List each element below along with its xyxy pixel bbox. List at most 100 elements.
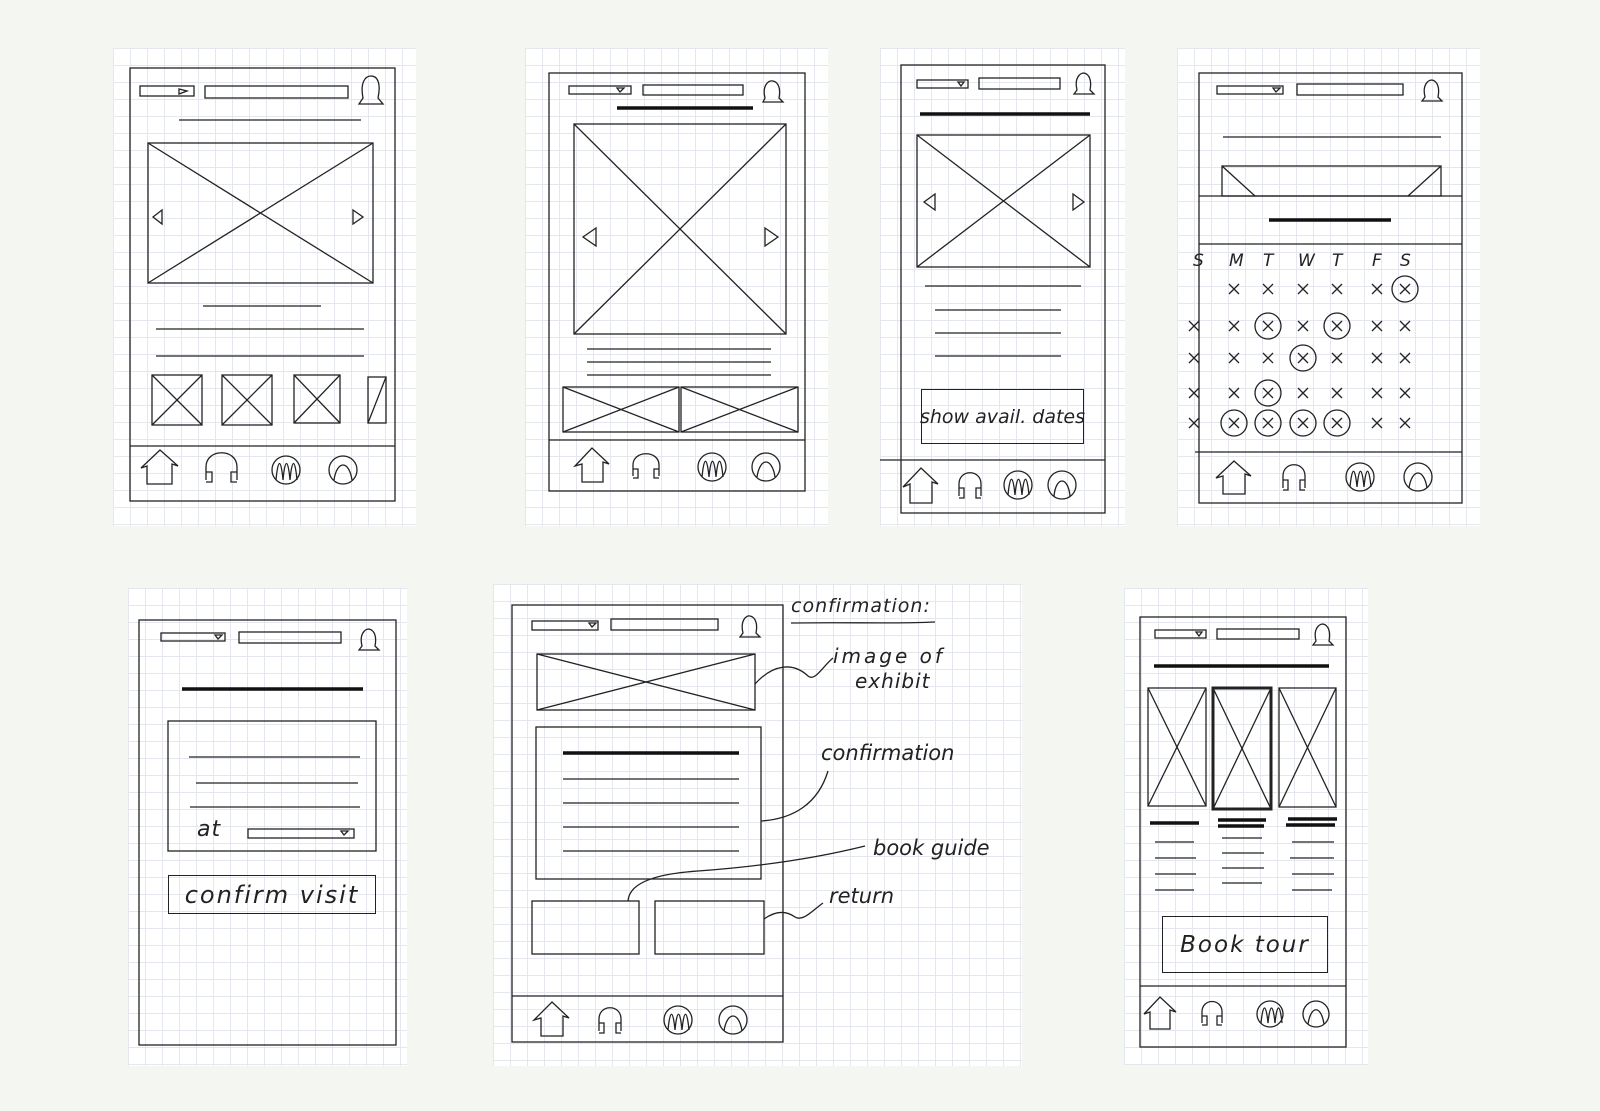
bell-icon[interactable] [1311,623,1335,646]
calendar-day-unavailable[interactable] [1297,387,1309,399]
calendar-day-available[interactable] [1323,312,1351,340]
calendar-day-available[interactable] [1254,312,1282,340]
weekday-label: T [1263,251,1275,271]
calendar-day-unavailable[interactable] [1371,352,1383,364]
book-guide-button[interactable] [531,900,640,955]
calendar-day-unavailable[interactable] [1371,320,1383,332]
calendar-day-unavailable[interactable] [1371,283,1383,295]
time-dropdown[interactable] [247,828,355,839]
calendar-day-available[interactable] [1254,379,1282,407]
calendar-day-unavailable[interactable] [1262,352,1274,364]
wireframe-tour: Book tour [1124,588,1368,1065]
headphones-icon [598,1007,622,1034]
annotation-return: return [829,884,895,908]
bell-icon[interactable] [1420,79,1444,102]
home-icon [140,449,179,485]
calendar-day-unavailable[interactable] [1228,387,1240,399]
home-wireframe-drawing [129,67,396,502]
bottom-nav[interactable] [1143,996,1330,1030]
annotation-image-line1: image of [833,644,945,668]
calendar-day-unavailable[interactable] [1399,387,1411,399]
annotation-image-line2: exhibit [855,669,931,693]
calendar-day-unavailable[interactable] [1399,417,1411,429]
calendar-day-unavailable[interactable] [1297,320,1309,332]
availability-wireframe-drawing [900,64,1106,514]
wireframe-home [113,48,416,526]
book-tour-button[interactable]: Book tour [1162,916,1328,973]
calendar-day-unavailable[interactable] [1228,320,1240,332]
wireframe-confirmation: confirmation: image of exhibit confirmat… [493,584,1022,1066]
bell-icon[interactable] [1072,72,1096,95]
calendar-day-unavailable[interactable] [1297,283,1309,295]
calendar-day-unavailable[interactable] [1331,352,1343,364]
calendar-day-unavailable[interactable] [1228,352,1240,364]
weekday-label: M [1229,251,1245,271]
hero-image-placeholder [147,142,374,284]
annotation-title: confirmation: [791,595,931,617]
exhibit-image-placeholder [536,653,756,711]
calendar-day-unavailable[interactable] [1331,387,1343,399]
calendar-day-unavailable[interactable] [1399,320,1411,332]
calendar-day-available[interactable] [1289,344,1317,372]
profile-icon [1302,1000,1330,1028]
calendar-grid[interactable] [1188,275,1419,437]
confirm-visit-button[interactable]: confirm visit [168,875,376,914]
at-label: at [197,817,222,842]
calendar-day-unavailable[interactable] [1399,352,1411,364]
calendar-day-available[interactable] [1391,275,1419,303]
bottom-nav[interactable] [1215,460,1433,495]
dropdown[interactable] [139,85,195,97]
bell-icon[interactable] [738,615,762,638]
calendar-day-available[interactable] [1289,409,1317,437]
map-icon [663,1005,693,1035]
wireframe-exhibit [525,48,828,526]
bell-icon[interactable] [357,75,385,105]
book-tour-label: Book tour [1180,931,1310,958]
confirmation-wireframe-drawing [511,604,936,1043]
return-button[interactable] [654,900,765,955]
weekday-label: S [1193,251,1205,271]
show-dates-label: show avail. dates [919,405,1086,428]
profile-icon [328,455,358,485]
map-icon [271,455,301,485]
show-dates-button[interactable]: show avail. dates [919,389,1086,444]
calendar-day-unavailable[interactable] [1371,387,1383,399]
bell-icon[interactable] [357,628,381,651]
calendar-day-unavailable[interactable] [1188,417,1200,429]
calendar-day-unavailable[interactable] [1371,417,1383,429]
weekday-label: W [1298,251,1316,271]
calendar-day-unavailable[interactable] [1188,320,1200,332]
annotation-confirmation: confirmation [821,741,955,765]
headphones-icon [1282,464,1306,491]
weekday-label: S [1400,251,1412,271]
bottom-nav[interactable] [531,1001,748,1037]
map-icon [1256,1000,1284,1028]
confirmation-details-box [535,726,762,880]
calendar-day-unavailable[interactable] [1262,283,1274,295]
bell-icon[interactable] [761,80,785,103]
weekday-label: F [1372,251,1383,271]
bottom-nav[interactable] [572,447,781,483]
map-icon [697,452,727,482]
search-bar[interactable] [204,85,349,99]
leader-return [763,902,824,920]
bottom-nav[interactable] [140,449,358,485]
calendar-day-available[interactable] [1254,409,1282,437]
headphones-icon [1201,1000,1223,1026]
leader-image [754,657,834,685]
leader-book-guide [627,845,866,902]
title-underline [790,621,936,624]
calendar-day-unavailable[interactable] [1331,283,1343,295]
profile-icon [751,452,781,482]
calendar-day-unavailable[interactable] [1188,387,1200,399]
calendar-day-available[interactable] [1220,409,1248,437]
calendar-day-available[interactable] [1323,409,1351,437]
calendar-day-unavailable[interactable] [1228,283,1240,295]
tour-wireframe-drawing [1139,616,1347,1048]
calendar-day-unavailable[interactable] [1188,352,1200,364]
profile-icon [718,1005,748,1035]
headphones-icon [632,453,660,479]
